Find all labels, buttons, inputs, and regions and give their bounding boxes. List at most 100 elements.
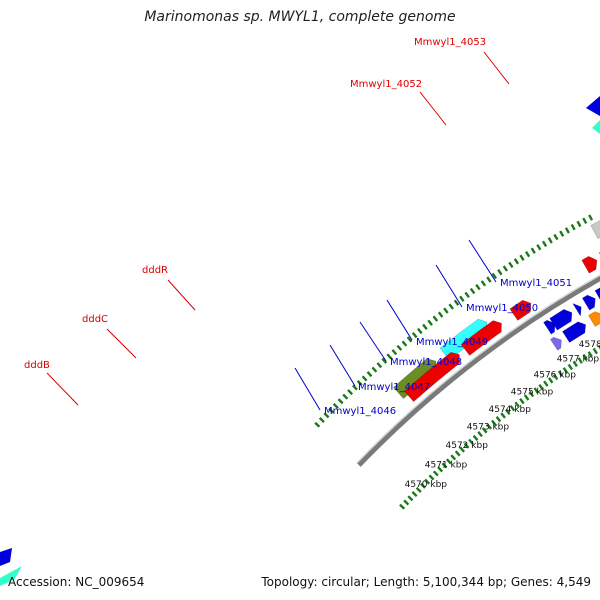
feature-dddC (439, 318, 488, 361)
backbone-line (357, 275, 600, 467)
scale-tick-label: 4570 kbp (405, 480, 448, 490)
inner-tick-dot (533, 387, 539, 394)
outer-tick-dot (422, 323, 428, 330)
inner-tick-dot (528, 390, 535, 398)
outer-tick-dot (386, 353, 393, 360)
inner-tick-dot (424, 478, 431, 485)
inner-tick-dot (523, 394, 530, 401)
edge-feature-teal (0, 566, 22, 586)
inner-tick-dot (407, 495, 414, 502)
gene-label-leader (419, 91, 447, 126)
gene-label-leader (329, 344, 356, 387)
outer-tick-dot (416, 327, 423, 335)
inner-tick-dot (552, 373, 559, 381)
outer-tick-dot (508, 261, 514, 269)
outer-tick-dot (328, 407, 335, 414)
inner-tick-dot (562, 367, 569, 374)
feature-Mmwyl1_4052-b (581, 255, 598, 274)
outer-tick-dot (502, 265, 509, 272)
inner-tick-dot (509, 405, 516, 412)
inner-tick-dot (428, 474, 435, 481)
outer-tick-dot (332, 402, 339, 409)
outer-tick-dot (480, 280, 487, 287)
outer-tick-dot (323, 412, 330, 419)
inner-tick-dot (463, 442, 470, 449)
gene-label-leader (359, 321, 387, 362)
feature-orange-1 (588, 311, 600, 327)
scale-tick-label: 4571 kbp (425, 460, 468, 470)
feature-Mmwyl1_4048 (562, 321, 587, 343)
feature-Mmwyl1_4050 (594, 287, 600, 300)
inner-tick-dot (587, 351, 593, 358)
outer-tick-dot (347, 389, 354, 396)
inner-tick-dot (481, 427, 488, 434)
outer-tick-dot (453, 299, 460, 306)
inner-tick-dot (399, 503, 406, 510)
feature-dddR (509, 299, 532, 321)
outer-tick-dot (396, 344, 403, 351)
outer-tick-dot (497, 269, 503, 276)
inner-tick-dot (441, 462, 448, 469)
outer-tick-dot (406, 336, 413, 343)
scale-tick-label: 4572 kbp (446, 441, 489, 451)
inner-tick-dot (403, 499, 410, 506)
gene-label-leader (483, 51, 510, 85)
outer-tick-dot (553, 233, 559, 241)
outer-tick-dot (559, 230, 565, 237)
outer-tick-dot (486, 276, 492, 283)
inner-tick-dot (519, 397, 525, 405)
outer-tick-dot (582, 217, 588, 224)
outer-tick-dot (366, 371, 373, 378)
inner-tick-dot (450, 454, 457, 461)
feature-Mmwyl1_4049-b (581, 294, 596, 311)
genome-backbone (356, 274, 600, 467)
outer-tick-dot (427, 319, 433, 326)
inner-tick-dot (543, 380, 549, 387)
gene-labels: Mmwyl1_4053Mmwyl1_4052dddRdddCdddBMmwyl1… (24, 37, 572, 417)
gene-label: Mmwyl1_4053 (414, 37, 486, 48)
outer-tick-dot (371, 366, 378, 373)
gene-label-leader (167, 279, 196, 311)
scale-tick-label: 4576 kbp (534, 371, 577, 381)
inner-tick-dot (567, 363, 574, 371)
gene-label-leader (46, 372, 79, 406)
inner-tick-dot (491, 419, 497, 426)
accession-text: Accession: NC_009654 (8, 575, 145, 589)
outer-tick-dot (356, 379, 363, 387)
gene-label-leader (294, 367, 321, 411)
map-title: Marinomonas sp. MWYL1, complete genome (144, 9, 456, 25)
outer-tick-dot (361, 375, 368, 382)
inner-tick-dot (445, 458, 452, 465)
feature-red-1 (403, 351, 460, 403)
feature-Mmwyl1_4047 (549, 309, 573, 331)
inner-tick-dot (582, 354, 588, 361)
outer-tick-dot (564, 227, 570, 234)
inner-tick-dot (504, 408, 511, 415)
outer-tick-dot (411, 332, 418, 339)
inner-tick-dot (538, 384, 544, 391)
gene-label-leader (435, 264, 463, 308)
edge-feature-teal-right (592, 120, 600, 134)
outer-tick-dot (448, 303, 454, 310)
inner-tick-dot (548, 377, 554, 384)
gene-label-leader (468, 239, 497, 283)
gene-label: dddB (24, 360, 50, 371)
inner-tick-dot (597, 344, 600, 350)
inner-tick-dot (454, 450, 461, 457)
inner-tick-dot (514, 401, 520, 408)
gene-label: Mmwyl1_4047 (358, 382, 430, 393)
outer-tick-dot (337, 398, 344, 405)
outer-tick-dot (570, 223, 576, 231)
outer-tick-dot (376, 362, 383, 369)
gene-label: Mmwyl1_4048 (390, 357, 462, 368)
outer-tick-dot (524, 251, 531, 258)
edge-feature-blue (0, 548, 12, 566)
gene-label: dddR (142, 265, 168, 276)
outer-tick-dot (491, 272, 497, 280)
scale-tick-label: 4578 kbp (579, 340, 600, 350)
outer-tick-dot (318, 417, 325, 423)
feature-Mmwyl1_4046 (549, 336, 562, 351)
outer-tick-dots (314, 214, 594, 428)
